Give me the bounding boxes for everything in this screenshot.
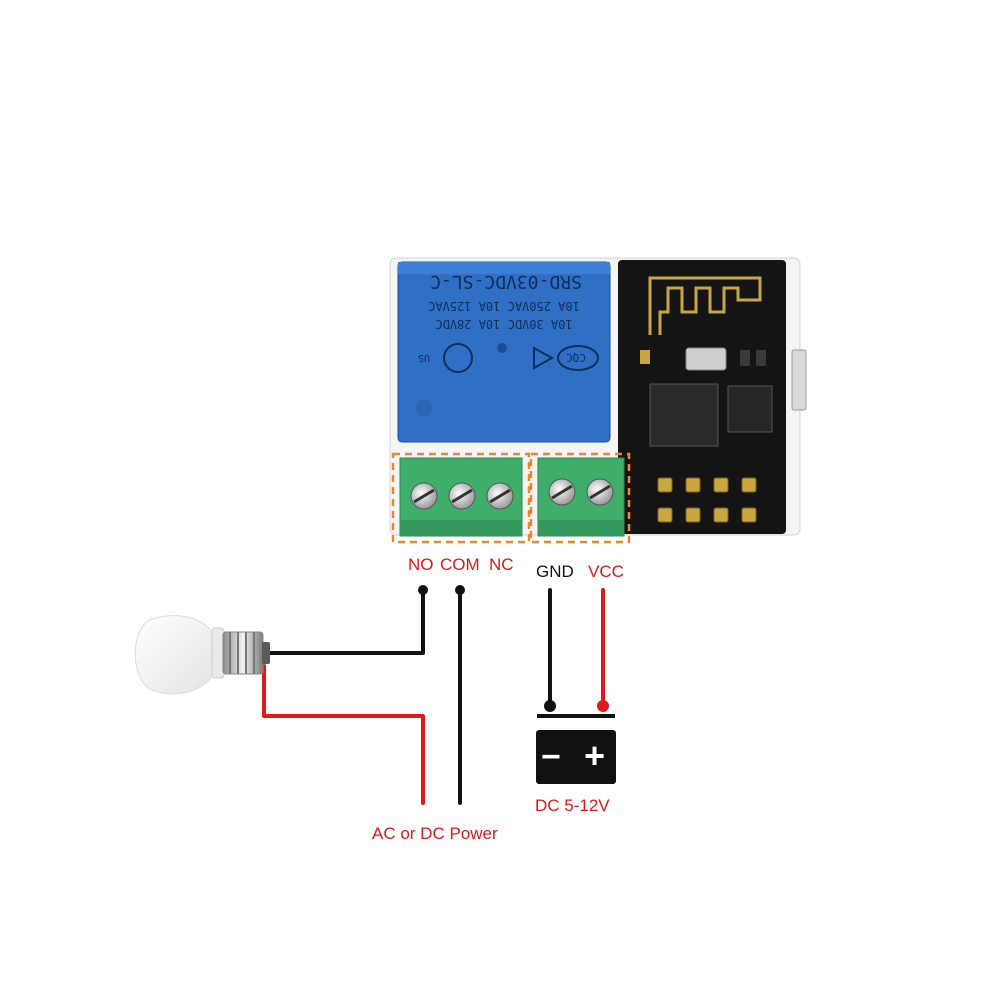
dot-vcc <box>597 700 609 712</box>
terminal-block-power <box>537 457 625 537</box>
cqc-mark-icon <box>557 345 599 371</box>
terminal-block-relay <box>399 457 523 537</box>
relay-us-label: US <box>418 352 431 363</box>
relay-cqc-label: CQC <box>566 351 586 364</box>
label-nc: NC <box>489 555 514 574</box>
battery-body <box>536 730 616 784</box>
screw-gnd <box>548 478 576 506</box>
triangle-mark-icon <box>533 346 555 370</box>
screw-nc <box>486 482 514 510</box>
wire-bulb-to-power <box>262 664 425 805</box>
label-gnd: GND <box>536 562 574 581</box>
label-vcc: VCC <box>588 562 624 581</box>
relay-rating-line1: 10A 250VAC 10A 125VAC <box>428 299 580 313</box>
dot-gnd <box>544 700 556 712</box>
screw-no <box>410 482 438 510</box>
screw-vcc <box>586 478 614 506</box>
dot-com <box>455 585 465 595</box>
wires <box>262 585 609 805</box>
label-no: NO <box>408 555 434 574</box>
dot-no <box>418 585 428 595</box>
wire-no-to-bulb <box>266 588 425 655</box>
esp8266-chip <box>649 383 719 447</box>
battery-plus-symbol: + <box>584 735 606 776</box>
header-pins <box>657 477 757 523</box>
battery-caption: DC 5-12V <box>535 796 610 815</box>
screw-com <box>448 482 476 510</box>
battery-minus-symbol: − <box>541 738 561 776</box>
ur-mark-icon <box>443 343 473 373</box>
crystal <box>685 347 727 371</box>
relay-model-text: SRD-03VDC-SL-C <box>430 271 582 292</box>
light-bulb-icon <box>134 615 270 695</box>
label-com: COM <box>440 555 480 574</box>
side-button <box>791 349 807 411</box>
battery-icon <box>536 714 616 784</box>
highlight-box-relay-terminals <box>391 452 531 544</box>
relay-rating-line2: 10A 30VDC 10A 28VDC <box>435 317 573 331</box>
flash-chip <box>727 385 773 433</box>
relay-module <box>389 257 807 544</box>
relay-dot <box>416 400 432 416</box>
highlight-box-power-terminals <box>529 452 631 544</box>
relay-component <box>397 261 611 443</box>
power-caption: AC or DC Power <box>372 824 498 843</box>
esp01-module <box>618 260 786 534</box>
wifi-antenna-icon <box>648 276 762 335</box>
